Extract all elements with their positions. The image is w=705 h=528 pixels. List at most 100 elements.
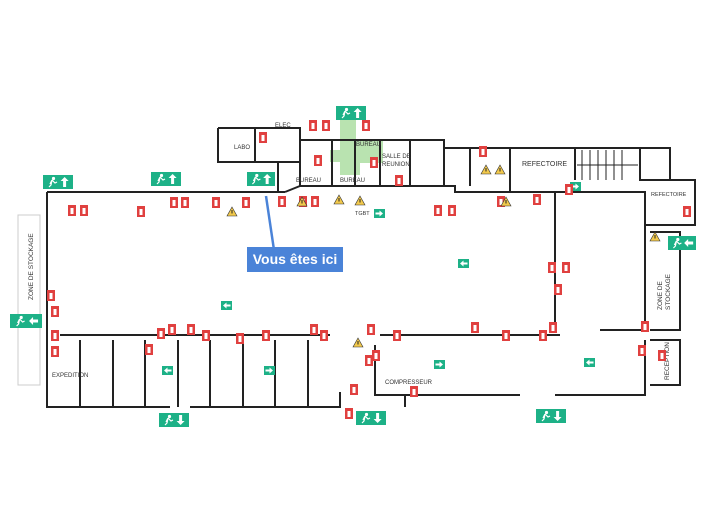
room-label-reunion: REUNION xyxy=(382,162,410,168)
room-label-refectoire-small: REFECTOIRE xyxy=(651,192,687,198)
fire-extinguisher-icon xyxy=(187,324,195,335)
warning-icons xyxy=(226,164,661,348)
fire-extinguisher-icon xyxy=(395,175,403,186)
fire-extinguisher-icon xyxy=(372,350,380,361)
fire-extinguisher-icon xyxy=(320,330,328,341)
fire-extinguisher-icon xyxy=(365,355,373,366)
room-label-expedition: EXPEDITION xyxy=(52,373,88,379)
fire-extinguisher-icon xyxy=(549,322,557,333)
exit-direction-arrow-icons xyxy=(162,182,595,375)
fire-extinguisher-icon xyxy=(533,194,541,205)
fire-extinguisher-icon xyxy=(562,262,570,273)
warning-triangle-icon xyxy=(333,194,345,205)
fire-extinguisher-icon xyxy=(638,345,646,356)
fire-extinguisher-icon xyxy=(202,330,210,341)
room-label-refectoire: REFECTOIRE xyxy=(522,161,567,168)
emergency-exit-icon xyxy=(668,236,696,250)
you-are-here-label: Vous êtes ici xyxy=(247,247,343,272)
warning-triangle-icon xyxy=(226,206,238,217)
room-label-zone-stockage-left: ZONE DE STOCKAGE xyxy=(28,233,35,300)
room-label-bureau: BUREAU xyxy=(296,178,321,184)
fire-extinguisher-icon xyxy=(68,205,76,216)
fire-extinguisher-icon xyxy=(448,205,456,216)
emergency-exit-icon xyxy=(10,314,42,328)
emergency-exit-icon xyxy=(536,409,566,423)
fire-extinguisher-icon xyxy=(479,146,487,157)
warning-triangle-icon xyxy=(354,195,366,206)
fire-extinguisher-icon xyxy=(311,196,319,207)
warning-triangle-icon xyxy=(352,337,364,348)
emergency-exit-icon xyxy=(151,172,181,186)
room-label-bureau: BUREAU xyxy=(356,142,381,148)
fire-extinguisher-icon xyxy=(168,324,176,335)
exit-direction-arrow-icon xyxy=(584,358,595,367)
exit-direction-arrow-icon xyxy=(162,366,173,375)
warning-triangle-icon xyxy=(480,164,492,175)
fire-extinguisher-icon xyxy=(51,306,59,317)
warning-triangle-icon xyxy=(494,164,506,175)
fire-extinguisher-icon xyxy=(137,206,145,217)
fire-extinguisher-icon xyxy=(181,197,189,208)
fire-extinguisher-icon xyxy=(80,205,88,216)
warning-triangle-icon xyxy=(296,196,308,207)
room-label-salle-de: SALLE DE xyxy=(382,154,411,160)
fire-extinguisher-icon xyxy=(259,132,267,143)
you-are-here-pointer xyxy=(264,195,276,251)
fire-extinguisher-icon xyxy=(309,120,317,131)
fire-extinguisher-icon xyxy=(51,346,59,357)
room-label-zone-stockage-right: ZONE DE xyxy=(657,280,664,310)
fire-extinguisher-icon xyxy=(502,330,510,341)
exit-direction-arrow-icon xyxy=(221,301,232,310)
room-label-labo: LABO xyxy=(234,145,250,151)
room-label-bureau: BUREAU xyxy=(340,178,365,184)
room-label-compresseur: COMPRESSEUR xyxy=(385,380,433,386)
fire-extinguisher-icon xyxy=(370,157,378,168)
fire-extinguisher-icon xyxy=(565,184,573,195)
fire-extinguisher-icon xyxy=(310,324,318,335)
fire-extinguisher-icon xyxy=(471,322,479,333)
exit-direction-arrow-icon xyxy=(264,366,275,375)
warning-triangle-icon xyxy=(500,196,512,207)
fire-extinguisher-icon xyxy=(212,197,220,208)
fire-extinguisher-icon xyxy=(322,120,330,131)
fire-extinguisher-icon xyxy=(314,155,322,166)
evacuation-corridor xyxy=(330,150,360,162)
fire-extinguisher-icon xyxy=(278,196,286,207)
fire-extinguisher-icon xyxy=(236,333,244,344)
fire-extinguisher-icon xyxy=(658,350,666,361)
fire-extinguisher-icon xyxy=(554,284,562,295)
fire-extinguisher-icon xyxy=(548,262,556,273)
exit-direction-arrow-icon xyxy=(374,209,385,218)
fire-extinguisher-icon xyxy=(262,330,270,341)
fire-extinguisher-icon xyxy=(410,386,418,397)
fire-extinguisher-icon xyxy=(362,120,370,131)
building-walls xyxy=(46,127,696,408)
fire-extinguisher-icon xyxy=(434,205,442,216)
fire-extinguisher-icon xyxy=(145,344,153,355)
fire-extinguisher-icon xyxy=(393,330,401,341)
fire-extinguisher-icon xyxy=(157,328,165,339)
emergency-exit-icon xyxy=(336,106,366,120)
emergency-exit-icons xyxy=(10,106,696,427)
fire-extinguisher-icon xyxy=(350,384,358,395)
warning-triangle-icon xyxy=(649,231,661,242)
fire-extinguisher-icon xyxy=(367,324,375,335)
fire-extinguisher-icon xyxy=(47,290,55,301)
fire-extinguisher-icon xyxy=(641,321,649,332)
room-label-reception: RECEPTION xyxy=(664,342,671,380)
fire-extinguisher-icon xyxy=(51,330,59,341)
room-label-zone-stockage-right: STOCKAGE xyxy=(665,273,672,310)
room-label-elec: ELEC xyxy=(275,123,291,129)
fire-extinguisher-icon xyxy=(497,196,505,207)
exit-direction-arrow-icon xyxy=(434,360,445,369)
fire-extinguisher-icon xyxy=(683,206,691,217)
fire-extinguisher-icon xyxy=(170,197,178,208)
emergency-exit-icon xyxy=(43,175,73,189)
room-label-tgbt: TGBT xyxy=(355,211,370,217)
emergency-exit-icon xyxy=(247,172,275,186)
emergency-exit-icon xyxy=(356,411,386,425)
fire-extinguisher-icon xyxy=(345,408,353,419)
storage-area-left xyxy=(17,214,41,386)
